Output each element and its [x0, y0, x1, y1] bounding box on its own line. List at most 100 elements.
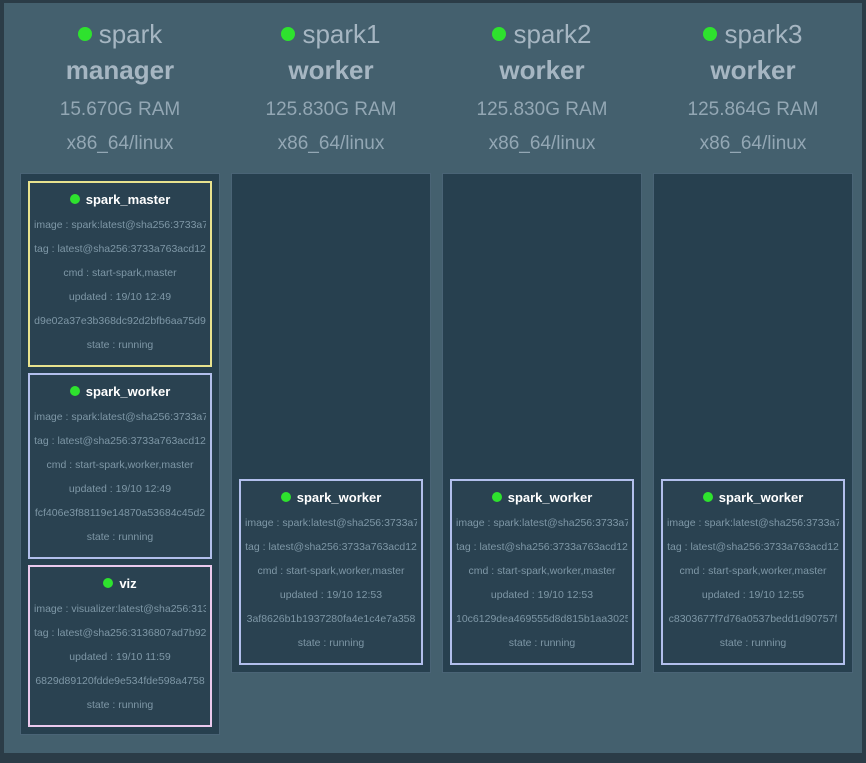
- node-name-label: spark: [98, 19, 163, 49]
- node-name: spark: [20, 19, 220, 49]
- node-role: manager: [65, 55, 175, 85]
- container-state-value: state : running: [719, 637, 787, 649]
- node-status-dot-icon: [492, 27, 507, 42]
- container-cmd-line: cmd : start-spark,worker,master: [456, 559, 628, 583]
- container-updated-value: updated : 19/10 12:53: [279, 589, 383, 601]
- container-card-spark-worker: spark_worker image : spark:latest@sha256…: [450, 479, 634, 665]
- node-name-label: spark2: [513, 19, 592, 49]
- container-name-label: spark_worker: [296, 490, 382, 505]
- container-cmd-value: cmd : start-spark,master: [63, 267, 177, 279]
- container-tag-value: tag : latest@sha256:3733a763acd12: [667, 541, 839, 553]
- node-status-dot-icon: [281, 27, 296, 42]
- container-card-spark-master: spark_master image : spark:latest@sha256…: [28, 181, 212, 367]
- node-name: spark1: [231, 19, 431, 49]
- node-ram: 125.830G RAM: [265, 99, 397, 120]
- container-title: spark_worker: [667, 489, 839, 507]
- node-panel-row: spark_master image : spark:latest@sha256…: [4, 173, 862, 735]
- container-name-label: spark_worker: [507, 490, 593, 505]
- container-status-dot-icon: [280, 492, 291, 503]
- container-image-value: image : spark:latest@sha256:3733a7: [456, 517, 628, 529]
- container-name-label: spark_master: [85, 192, 171, 207]
- container-card-viz: viz image : visualizer:latest@sha256:313…: [28, 565, 212, 727]
- container-id-value: c8303677f7d76a0537bedd1d90757f: [668, 613, 838, 625]
- container-cmd-line: cmd : start-spark,worker,master: [667, 559, 839, 583]
- container-tag-value: tag : latest@sha256:3733a763acd12: [245, 541, 417, 553]
- node-panel-spark1: spark_worker image : spark:latest@sha256…: [231, 173, 431, 673]
- container-cmd-value: cmd : start-spark,worker,master: [257, 565, 405, 577]
- container-title: spark_worker: [34, 383, 206, 401]
- container-name-label: viz: [119, 576, 137, 591]
- container-title: viz: [34, 575, 206, 593]
- container-id-line: 6829d89120fdde9e534fde598a4758: [34, 669, 206, 693]
- container-id-value: fcf406e3f88119e14870a53684c45d2: [34, 507, 206, 519]
- node-header-spark: spark manager 15.670G RAM x86_64/linux: [20, 19, 220, 157]
- container-title: spark_worker: [456, 489, 628, 507]
- container-card-spark-worker: spark_worker image : spark:latest@sha256…: [239, 479, 423, 665]
- container-cmd-line: cmd : start-spark,master: [34, 261, 206, 285]
- node-ram: 125.864G RAM: [687, 99, 819, 120]
- container-state-value: state : running: [508, 637, 576, 649]
- node-header-spark3: spark3 worker 125.864G RAM x86_64/linux: [653, 19, 853, 157]
- container-image-line: image : spark:latest@sha256:3733a7: [456, 511, 628, 535]
- container-cmd-value: cmd : start-spark,worker,master: [468, 565, 616, 577]
- container-id-value: 3af8626b1b1937280fa4e1c4e7a358: [246, 613, 416, 625]
- container-state-line: state : running: [34, 525, 206, 549]
- container-status-dot-icon: [69, 194, 80, 205]
- container-updated-value: updated : 19/10 11:59: [69, 651, 171, 663]
- container-status-dot-icon: [491, 492, 502, 503]
- container-card-spark-worker: spark_worker image : spark:latest@sha256…: [661, 479, 845, 665]
- container-state-line: state : running: [245, 631, 417, 655]
- container-image-value: image : spark:latest@sha256:3733a7: [667, 517, 839, 529]
- node-name-label: spark3: [724, 19, 803, 49]
- container-cmd-line: cmd : start-spark,worker,master: [34, 453, 206, 477]
- container-updated-line: updated : 19/10 12:49: [34, 477, 206, 501]
- node-name: spark3: [653, 19, 853, 49]
- container-updated-line: updated : 19/10 12:49: [34, 285, 206, 309]
- container-id-line: fcf406e3f88119e14870a53684c45d2: [34, 501, 206, 525]
- node-ram: 15.670G RAM: [59, 99, 181, 120]
- node-panel-spark3: spark_worker image : spark:latest@sha256…: [653, 173, 853, 673]
- container-updated-value: updated : 19/10 12:55: [701, 589, 805, 601]
- node-role: worker: [288, 55, 374, 85]
- container-state-line: state : running: [456, 631, 628, 655]
- container-tag-line: tag : latest@sha256:3733a763acd12: [667, 535, 839, 559]
- container-image-line: image : visualizer:latest@sha256:313: [34, 597, 206, 621]
- container-id-line: d9e02a37e3b368dc92d2bfb6aa75d9: [34, 309, 206, 333]
- container-id-value: 6829d89120fdde9e534fde598a4758: [35, 675, 205, 687]
- container-tag-value: tag : latest@sha256:3136807ad7b92: [34, 627, 206, 639]
- container-status-dot-icon: [702, 492, 713, 503]
- container-title: spark_worker: [245, 489, 417, 507]
- container-image-line: image : spark:latest@sha256:3733a7: [245, 511, 417, 535]
- container-tag-line: tag : latest@sha256:3733a763acd12: [34, 237, 206, 261]
- container-cmd-value: cmd : start-spark,worker,master: [46, 459, 194, 471]
- container-id-line: 3af8626b1b1937280fa4e1c4e7a358: [245, 607, 417, 631]
- container-id-value: d9e02a37e3b368dc92d2bfb6aa75d9: [34, 315, 206, 327]
- container-image-line: image : spark:latest@sha256:3733a7: [34, 213, 206, 237]
- container-status-dot-icon: [69, 386, 80, 397]
- node-header-row: spark manager 15.670G RAM x86_64/linux s…: [4, 19, 862, 157]
- container-tag-value: tag : latest@sha256:3733a763acd12: [456, 541, 628, 553]
- container-name-label: spark_worker: [85, 384, 171, 399]
- container-cmd-line: cmd : start-spark,worker,master: [245, 559, 417, 583]
- container-card-spark-worker: spark_worker image : spark:latest@sha256…: [28, 373, 212, 559]
- container-image-value: image : spark:latest@sha256:3733a7: [34, 411, 206, 423]
- container-updated-line: updated : 19/10 12:53: [245, 583, 417, 607]
- node-ram: 125.830G RAM: [476, 99, 608, 120]
- container-updated-line: updated : 19/10 12:53: [456, 583, 628, 607]
- container-name-label: spark_worker: [718, 490, 804, 505]
- node-panel-spark2: spark_worker image : spark:latest@sha256…: [442, 173, 642, 673]
- container-updated-value: updated : 19/10 12:49: [68, 483, 172, 495]
- container-tag-line: tag : latest@sha256:3136807ad7b92: [34, 621, 206, 645]
- container-state-value: state : running: [86, 531, 154, 543]
- container-updated-line: updated : 19/10 12:55: [667, 583, 839, 607]
- node-arch: x86_64/linux: [66, 133, 174, 154]
- node-status-dot-icon: [77, 27, 92, 42]
- container-state-line: state : running: [667, 631, 839, 655]
- visualizer-page: spark manager 15.670G RAM x86_64/linux s…: [4, 3, 862, 753]
- container-tag-line: tag : latest@sha256:3733a763acd12: [245, 535, 417, 559]
- container-id-value: 10c6129dea469555d8d815b1aa3025: [456, 613, 628, 625]
- container-image-value: image : spark:latest@sha256:3733a7: [245, 517, 417, 529]
- node-role: worker: [499, 55, 585, 85]
- container-state-line: state : running: [34, 693, 206, 717]
- container-image-line: image : spark:latest@sha256:3733a7: [34, 405, 206, 429]
